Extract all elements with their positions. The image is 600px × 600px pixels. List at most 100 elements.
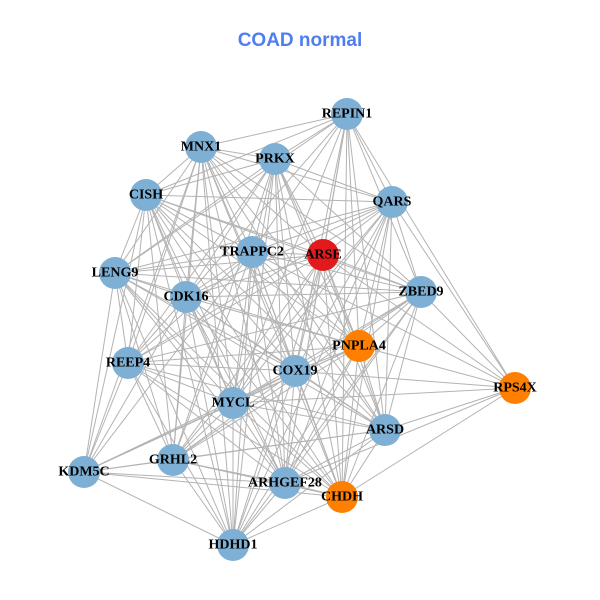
edge-MNX1-PNPLA4	[200, 146, 360, 347]
edge-ZBED9-CDK16	[185, 291, 422, 298]
node-ARHGEF28[interactable]: ARHGEF28	[248, 467, 322, 499]
node-circle[interactable]	[376, 186, 408, 218]
edge-ARSE-REEP4	[127, 254, 324, 364]
node-circle[interactable]	[236, 236, 268, 268]
node-circle[interactable]	[68, 456, 100, 488]
node-circle[interactable]	[331, 98, 363, 130]
edge-PRKX-MYCL	[232, 158, 276, 404]
edge-ARSE-MYCL	[232, 254, 324, 404]
edge-ARSE-HDHD1	[232, 254, 324, 546]
node-circle[interactable]	[217, 387, 249, 419]
edge-LENG9-GRHL2	[114, 272, 174, 461]
node-circle[interactable]	[185, 131, 217, 163]
edge-CISH-ARHGEF28	[145, 194, 286, 484]
edge-ARSE-GRHL2	[172, 254, 324, 461]
node-MYCL[interactable]: MYCL	[212, 387, 255, 419]
edge-REPIN1-QARS	[346, 113, 393, 203]
node-label: COX19	[272, 364, 317, 379]
node-CISH[interactable]: CISH	[129, 179, 163, 211]
node-label: CHDH	[321, 490, 363, 505]
node-QARS[interactable]: QARS	[373, 186, 412, 218]
edge-TRAPPC2-PNPLA4	[251, 251, 360, 347]
node-TRAPPC2[interactable]: TRAPPC2	[220, 236, 284, 268]
node-circle[interactable]	[269, 467, 301, 499]
node-RPS4X[interactable]: RPS4X	[493, 372, 537, 404]
node-GRHL2[interactable]: GRHL2	[149, 444, 197, 476]
edge-MNX1-HDHD1	[200, 146, 234, 546]
node-MNX1[interactable]: MNX1	[181, 131, 221, 163]
edge-CISH-HDHD1	[145, 194, 234, 546]
node-LENG9[interactable]: LENG9	[92, 257, 139, 289]
edge-QARS-CDK16	[185, 201, 393, 298]
edge-MYCL-KDM5C	[83, 402, 234, 473]
node-circle[interactable]	[405, 276, 437, 308]
node-circle[interactable]	[112, 347, 144, 379]
edge-COX19-ARHGEF28	[284, 370, 296, 484]
edge-ARSE-LENG9	[114, 254, 324, 274]
node-label: MNX1	[181, 140, 221, 155]
edge-ARSD-GRHL2	[172, 429, 386, 461]
node-ARSE[interactable]: ARSE	[304, 239, 342, 271]
edge-ZBED9-MYCL	[232, 291, 422, 404]
node-REEP4[interactable]: REEP4	[106, 347, 150, 379]
node-ARSD[interactable]: ARSD	[366, 414, 404, 446]
edge-CHDH-HDHD1	[232, 496, 343, 546]
edge-ARSE-CDK16	[185, 254, 324, 298]
node-COX19[interactable]: COX19	[272, 355, 318, 387]
node-HDHD1[interactable]: HDHD1	[209, 529, 258, 561]
edge-MNX1-QARS	[200, 146, 393, 203]
node-REPIN1[interactable]: REPIN1	[322, 98, 373, 130]
node-KDM5C[interactable]: KDM5C	[58, 456, 110, 488]
edge-REEP4-MYCL	[127, 362, 234, 404]
edge-KDM5C-ARHGEF28	[83, 471, 286, 484]
edge-REEP4-ARHGEF28	[127, 362, 286, 484]
node-PNPLA4[interactable]: PNPLA4	[332, 330, 386, 362]
edge-PNPLA4-GRHL2	[172, 345, 360, 461]
node-circle[interactable]	[326, 481, 358, 513]
edge-LENG9-MYCL	[114, 272, 234, 404]
node-circle[interactable]	[499, 372, 531, 404]
edge-ARSE-ZBED9	[322, 254, 422, 293]
node-circle[interactable]	[130, 179, 162, 211]
node-label: ARHGEF28	[248, 476, 322, 491]
edge-GRHL2-HDHD1	[172, 459, 234, 546]
node-label: PRKX	[255, 152, 295, 167]
edge-ARSE-PNPLA4	[322, 254, 360, 347]
node-label: TRAPPC2	[220, 245, 284, 260]
node-label: REPIN1	[322, 107, 373, 122]
node-ZBED9[interactable]: ZBED9	[398, 276, 444, 308]
edge-RPS4X-CHDH	[341, 387, 516, 498]
node-label: QARS	[373, 195, 412, 210]
node-circle[interactable]	[170, 281, 202, 313]
edge-CISH-ARSD	[145, 194, 386, 431]
node-CDK16[interactable]: CDK16	[163, 281, 209, 313]
node-label: PNPLA4	[332, 339, 386, 354]
chart-title: COAD normal	[237, 30, 363, 51]
edge-CDK16-KDM5C	[83, 296, 187, 473]
edge-LENG9-ARSD	[114, 272, 386, 431]
edge-CISH-KDM5C	[83, 194, 147, 473]
edge-CDK16-PNPLA4	[185, 296, 360, 347]
node-CHDH[interactable]: CHDH	[321, 481, 363, 513]
node-circle[interactable]	[343, 330, 375, 362]
edge-PRKX-ZBED9	[274, 158, 422, 293]
edge-COX19-RPS4X	[294, 370, 516, 389]
edge-MYCL-RPS4X	[232, 387, 516, 404]
node-circle[interactable]	[369, 414, 401, 446]
node-label: REEP4	[106, 356, 150, 371]
edge-PRKX-LENG9	[114, 158, 276, 274]
edge-PNPLA4-RPS4X	[358, 345, 516, 389]
edge-KDM5C-CHDH	[83, 471, 343, 498]
edge-COX19-ARSD	[294, 370, 386, 431]
node-circle[interactable]	[259, 143, 291, 175]
node-circle[interactable]	[157, 444, 189, 476]
edge-LENG9-KDM5C	[83, 272, 116, 473]
node-PRKX[interactable]: PRKX	[255, 143, 295, 175]
edge-ZBED9-ARHGEF28	[284, 291, 422, 484]
node-circle[interactable]	[99, 257, 131, 289]
node-circle[interactable]	[279, 355, 311, 387]
node-circle[interactable]	[307, 239, 339, 271]
node-circle[interactable]	[217, 529, 249, 561]
edge-MYCL-ARSD	[232, 402, 386, 431]
